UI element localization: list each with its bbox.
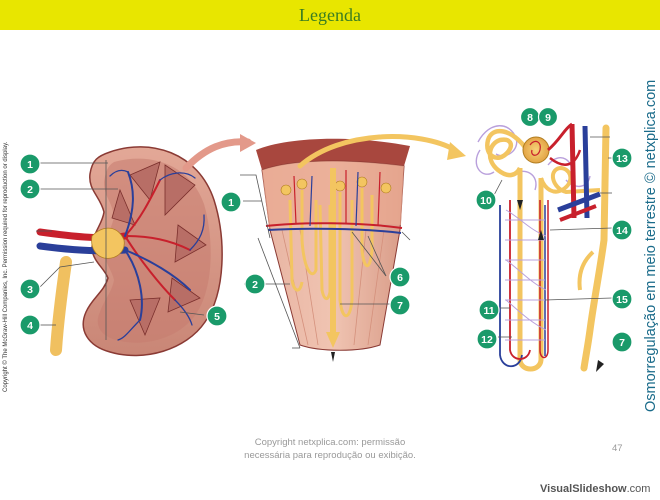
label-1-section: 1 xyxy=(220,191,242,213)
footer-line-1: Copyright netxplica.com: permissão xyxy=(254,437,406,448)
side-title: Osmorregulação em meio terrestre © netxp… xyxy=(643,79,659,412)
page-number: 47 xyxy=(612,443,623,454)
footer-line-2: necessária para reprodução ou exibição. xyxy=(244,450,416,461)
kidney-section-illustration xyxy=(240,138,411,362)
label-6-section: 6 xyxy=(389,266,411,288)
brand-suffix: .com xyxy=(626,483,651,495)
kidney-illustration xyxy=(36,146,223,357)
svg-text:1: 1 xyxy=(27,159,33,171)
svg-text:4: 4 xyxy=(27,320,33,332)
svg-text:8: 8 xyxy=(527,112,533,124)
svg-text:3: 3 xyxy=(27,284,33,296)
label-8-nephron: 8 xyxy=(519,106,541,128)
label-7-section: 7 xyxy=(389,294,411,316)
brand-name: VisualSlideshow xyxy=(540,483,627,495)
label-4-kidney: 4 xyxy=(19,314,41,336)
svg-text:7: 7 xyxy=(619,337,625,349)
label-11-nephron: 11 xyxy=(478,299,500,321)
label-14-nephron: 14 xyxy=(611,219,633,241)
svg-text:15: 15 xyxy=(616,294,628,306)
svg-text:6: 6 xyxy=(397,272,403,284)
svg-text:11: 11 xyxy=(483,305,494,317)
label-10-nephron: 10 xyxy=(475,189,497,211)
svg-text:1: 1 xyxy=(228,197,234,209)
footer-copyright: Copyright netxplica.com: permissão neces… xyxy=(225,436,435,462)
label-2-kidney: 2 xyxy=(19,178,41,200)
svg-text:13: 13 xyxy=(616,153,628,165)
label-13-nephron: 13 xyxy=(611,147,633,169)
brand-watermark: VisualSlideshow.com xyxy=(540,483,650,495)
nephron-illustration xyxy=(475,122,613,372)
svg-text:7: 7 xyxy=(397,300,403,312)
label-12-nephron: 12 xyxy=(476,328,498,350)
svg-text:10: 10 xyxy=(480,195,492,207)
label-15-nephron: 15 xyxy=(611,288,633,310)
label-9-nephron: 9 xyxy=(537,106,559,128)
label-1-kidney: 1 xyxy=(19,153,41,175)
label-7-nephron: 7 xyxy=(611,331,633,353)
label-2-section: 2 xyxy=(244,273,266,295)
svg-text:5: 5 xyxy=(214,311,220,323)
slide-title: Legenda xyxy=(299,4,361,25)
svg-text:12: 12 xyxy=(481,334,493,346)
svg-text:9: 9 xyxy=(545,112,551,124)
svg-text:2: 2 xyxy=(252,279,258,291)
label-3-kidney: 3 xyxy=(19,278,41,300)
svg-text:14: 14 xyxy=(616,225,628,237)
label-5-kidney: 5 xyxy=(206,305,228,327)
svg-text:2: 2 xyxy=(27,184,33,196)
title-bar: Legenda xyxy=(0,0,660,30)
